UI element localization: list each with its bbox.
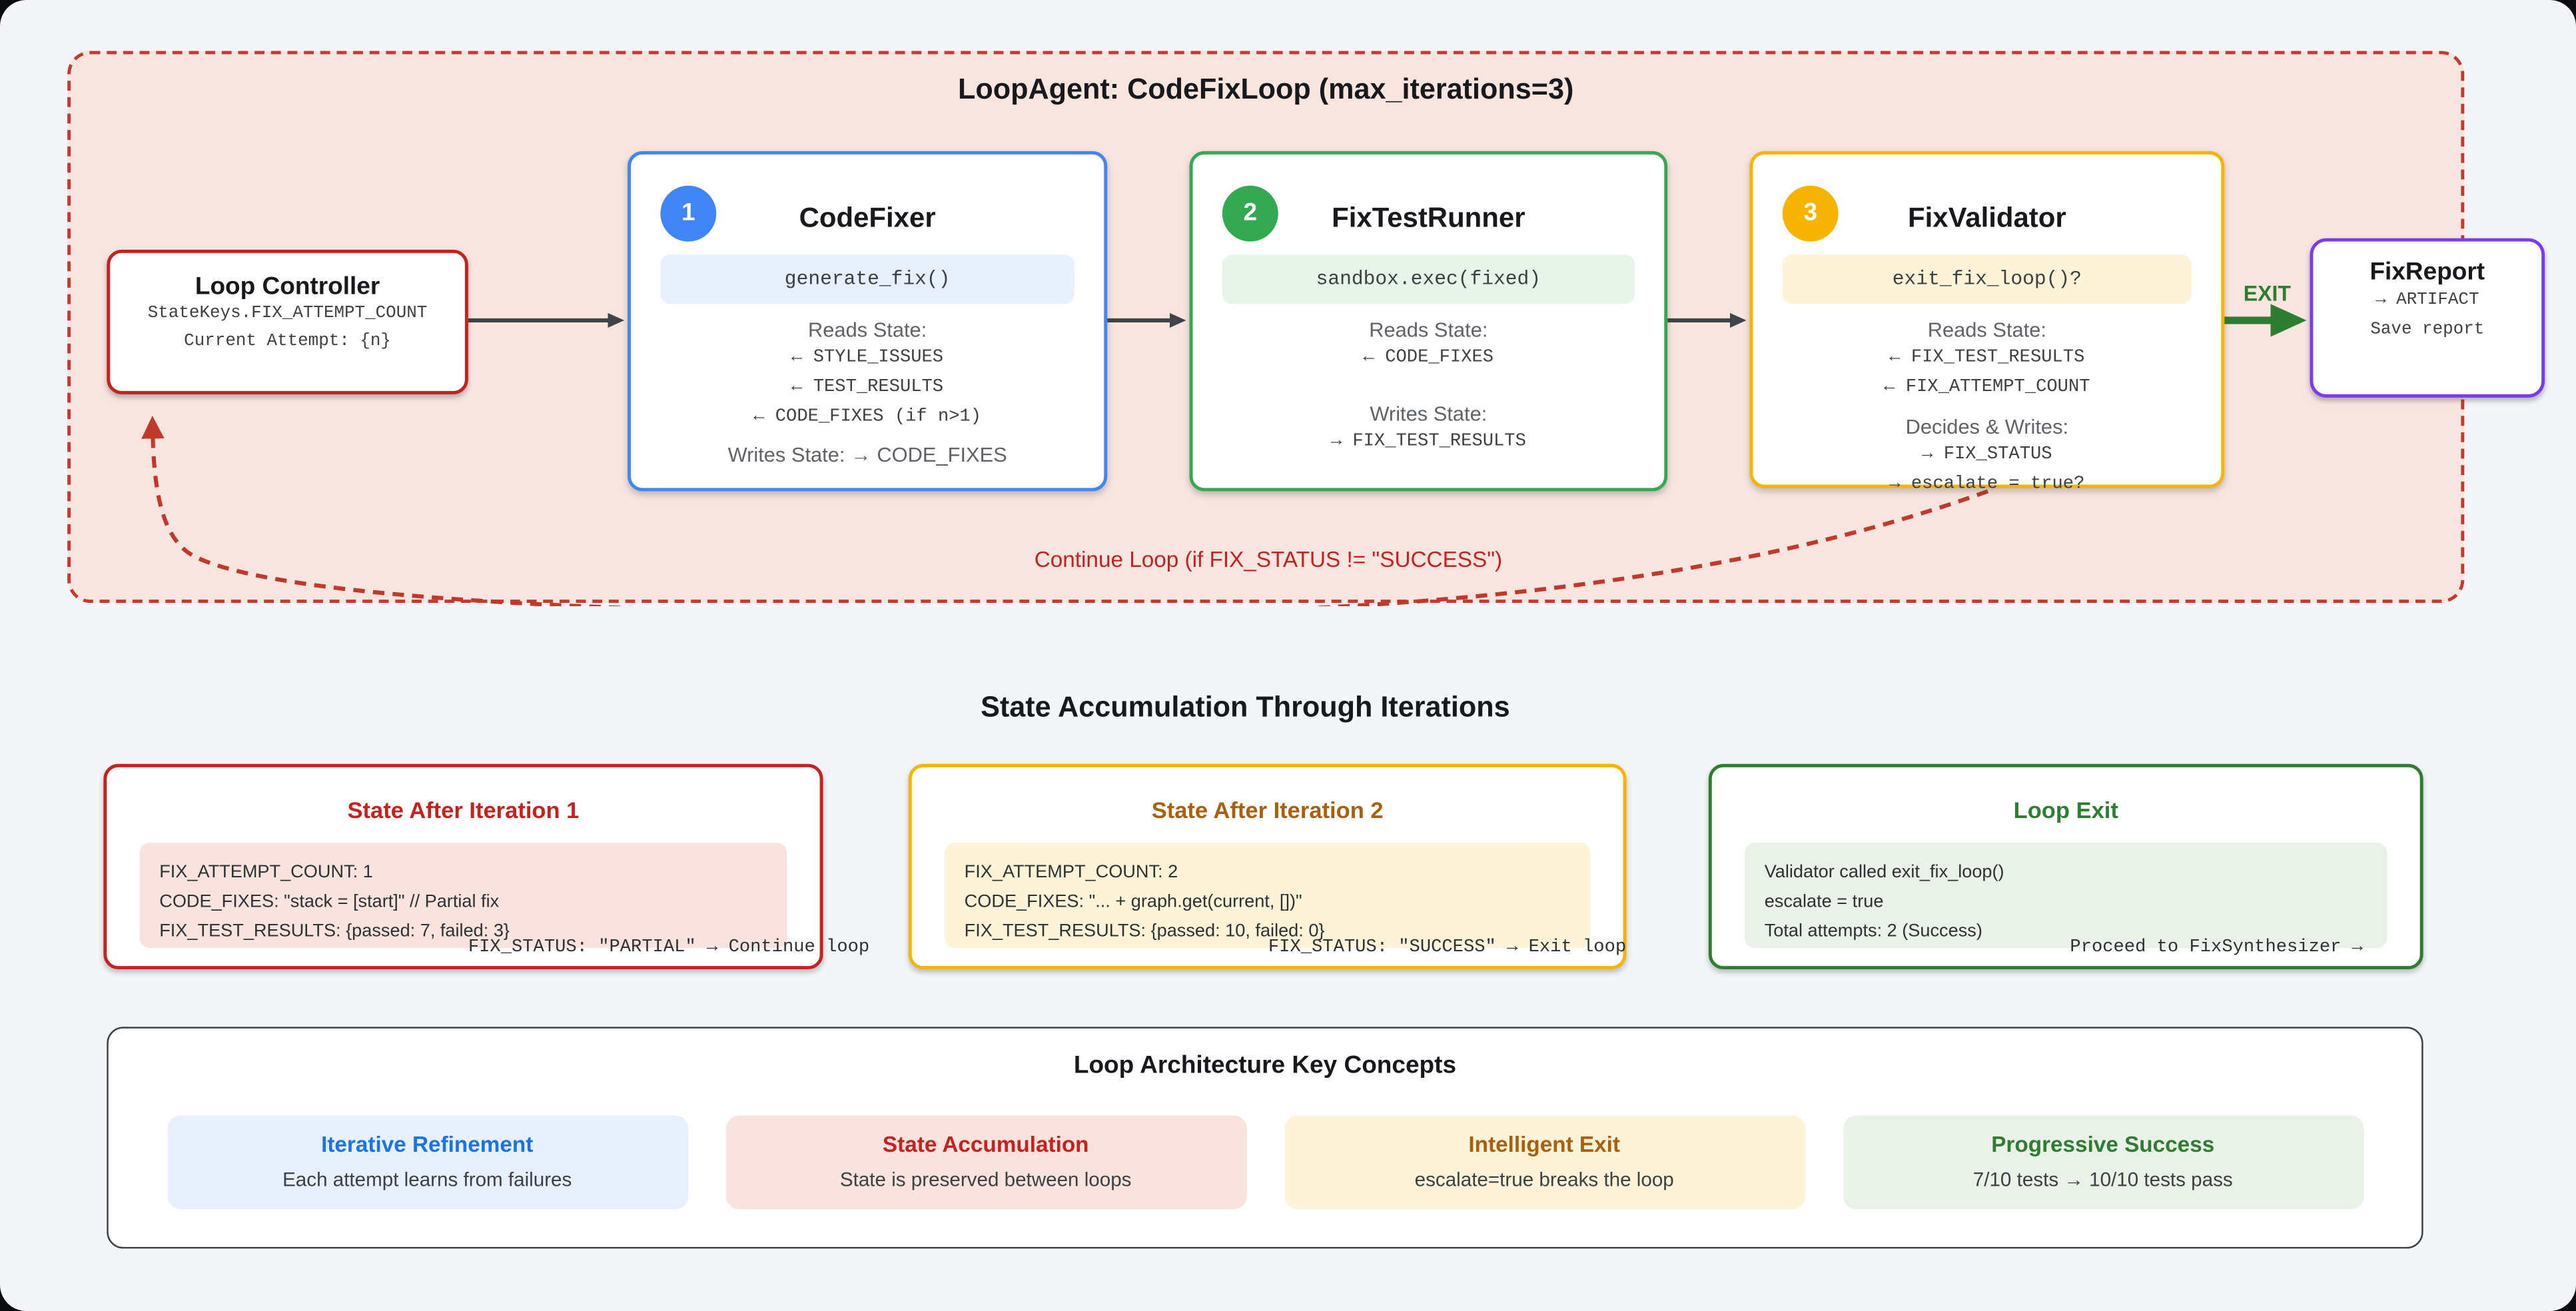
reads-label: Reads State: (808, 318, 927, 342)
reads-label: Reads State: (1927, 318, 2046, 342)
concept-title: Progressive Success (1991, 1132, 2215, 1157)
loop-title: LoopAgent: CodeFixLoop (max_iterations=3… (957, 72, 1574, 105)
code-line: FIX_TEST_RESULTS: {passed: 10, failed: 0… (964, 921, 1325, 942)
reads-item: ← STYLE_ISSUES (791, 348, 944, 368)
code-line: CODE_FIXES: "... + graph.get(current, []… (964, 892, 1302, 912)
agent-card-fixtestrunner: 2 FixTestRunner sandbox.exec(fixed) Read… (1189, 151, 1668, 492)
concept-title: State Accumulation (882, 1132, 1089, 1157)
agent-method: exit_fix_loop()? (1782, 254, 2192, 304)
code-line: FIX_ATTEMPT_COUNT: 2 (964, 862, 1178, 883)
loop-agent-container: LoopAgent: CodeFixLoop (max_iterations=3… (67, 51, 2545, 607)
state-status-line: FIX_STATUS: "PARTIAL" → Continue loop (468, 938, 870, 958)
concept-title: Iterative Refinement (321, 1132, 534, 1157)
state-box-loop-exit: Loop Exit Validator called exit_fix_loop… (1708, 763, 2423, 970)
code-line: FIX_ATTEMPT_COUNT: 1 (159, 862, 373, 883)
key-concepts-container: Loop Architecture Key Concepts Iterative… (107, 1027, 2423, 1249)
concept-title: Intelligent Exit (1468, 1132, 1620, 1157)
reads-item: ← FIX_ATTEMPT_COUNT (1884, 378, 2090, 398)
fix-report-title: FixReport (2369, 258, 2485, 286)
state-box-title: State After Iteration 2 (1151, 797, 1384, 823)
agent-name: CodeFixer (799, 202, 936, 234)
step-badge-1: 1 (660, 185, 717, 242)
writes-label: Writes State: (1370, 402, 1488, 426)
reads-item: ← CODE_FIXES (1363, 348, 1494, 368)
agent-card-fixvalidator: 3 FixValidator exit_fix_loop()? Reads St… (1749, 151, 2225, 494)
reads-label: Reads State: (1369, 318, 1488, 342)
fix-report-node: FixReport → ARTIFACT Save report (2310, 238, 2545, 398)
state-box-title: Loop Exit (2013, 797, 2118, 823)
exit-label: EXIT (2243, 280, 2292, 306)
writes-item: → FIX_STATUS (1922, 445, 2052, 465)
concept-desc: escalate=true breaks the loop (1414, 1168, 1674, 1191)
decides-writes-label: Decides & Writes: (1905, 415, 2069, 439)
writes-item: → escalate = true? (1889, 474, 2085, 495)
concept-desc: State is preserved between loops (839, 1168, 1132, 1191)
concept-pill-row: Iterative Refinement Each attempt learns… (109, 1115, 2421, 1210)
reads-item: ← TEST_RESULTS (791, 378, 944, 398)
code-line: FIX_TEST_RESULTS: {passed: 7, failed: 3} (159, 921, 510, 942)
loop-controller-line: StateKeys.FIX_ATTEMPT_COUNT (147, 304, 428, 324)
step-badge-2: 2 (1222, 185, 1278, 242)
fix-report-line: Save report (2370, 320, 2485, 340)
code-line: CODE_FIXES: "stack = [start]" // Partial… (159, 892, 500, 912)
concept-intelligent-exit: Intelligent Exit escalate=true breaks th… (1284, 1115, 1805, 1210)
writes-label: Writes State: → CODE_FIXES (727, 443, 1007, 467)
state-code-block: FIX_ATTEMPT_COUNT: 1 CODE_FIXES: "stack … (139, 843, 787, 948)
reads-item: ← FIX_TEST_RESULTS (1889, 348, 2085, 368)
step-badge-3: 3 (1782, 185, 1839, 242)
concept-state-accumulation: State Accumulation State is preserved be… (725, 1115, 1246, 1210)
key-concepts-title: Loop Architecture Key Concepts (1073, 1051, 1457, 1080)
code-line: escalate = true (1764, 892, 1884, 912)
concept-desc: 7/10 tests → 10/10 tests pass (1972, 1168, 2233, 1191)
loop-controller-node: Loop Controller StateKeys.FIX_ATTEMPT_CO… (107, 249, 468, 394)
loop-controller-title: Loop Controller (195, 272, 380, 301)
agent-card-codefixer: 1 CodeFixer generate_fix() Reads State: … (628, 151, 1108, 492)
code-line: Total attempts: 2 (Success) (1764, 921, 1982, 942)
state-box-iteration-1: State After Iteration 1 FIX_ATTEMPT_COUN… (103, 763, 869, 970)
state-status-line: FIX_STATUS: "SUCCESS" → Exit loop (1268, 938, 1627, 958)
reads-item: ← CODE_FIXES (if n>1) (753, 407, 982, 428)
code-line: Validator called exit_fix_loop() (1764, 862, 2004, 883)
agent-name: FixTestRunner (1332, 202, 1525, 234)
continue-loop-label: Continue Loop (if FIX_STATUS != "SUCCESS… (1034, 547, 1503, 572)
agent-method: generate_fix() (660, 254, 1074, 304)
flow-arrows (141, 304, 2307, 607)
state-code-block: FIX_ATTEMPT_COUNT: 2 CODE_FIXES: "... + … (945, 843, 1591, 948)
agent-name: FixValidator (1908, 202, 2066, 234)
state-code-block: Validator called exit_fix_loop() escalat… (1745, 843, 2387, 948)
loop-controller-line: Current Attempt: {n} (184, 332, 391, 352)
state-box-title: State After Iteration 1 (347, 797, 580, 823)
concept-iterative-refinement: Iterative Refinement Each attempt learns… (167, 1115, 688, 1210)
writes-item: → FIX_TEST_RESULTS (1330, 432, 1526, 452)
concept-desc: Each attempt learns from failures (282, 1168, 572, 1191)
state-box-iteration-2: State After Iteration 2 FIX_ATTEMPT_COUN… (908, 763, 1627, 970)
concept-progressive-success: Progressive Success 7/10 tests → 10/10 t… (1842, 1115, 2363, 1210)
agent-method: sandbox.exec(fixed) (1222, 254, 1635, 304)
state-section-title: State Accumulation Through Iterations (981, 689, 1510, 723)
state-status-line: Proceed to FixSynthesizer → (2070, 938, 2363, 958)
fix-report-line: → ARTIFACT (2375, 290, 2479, 311)
